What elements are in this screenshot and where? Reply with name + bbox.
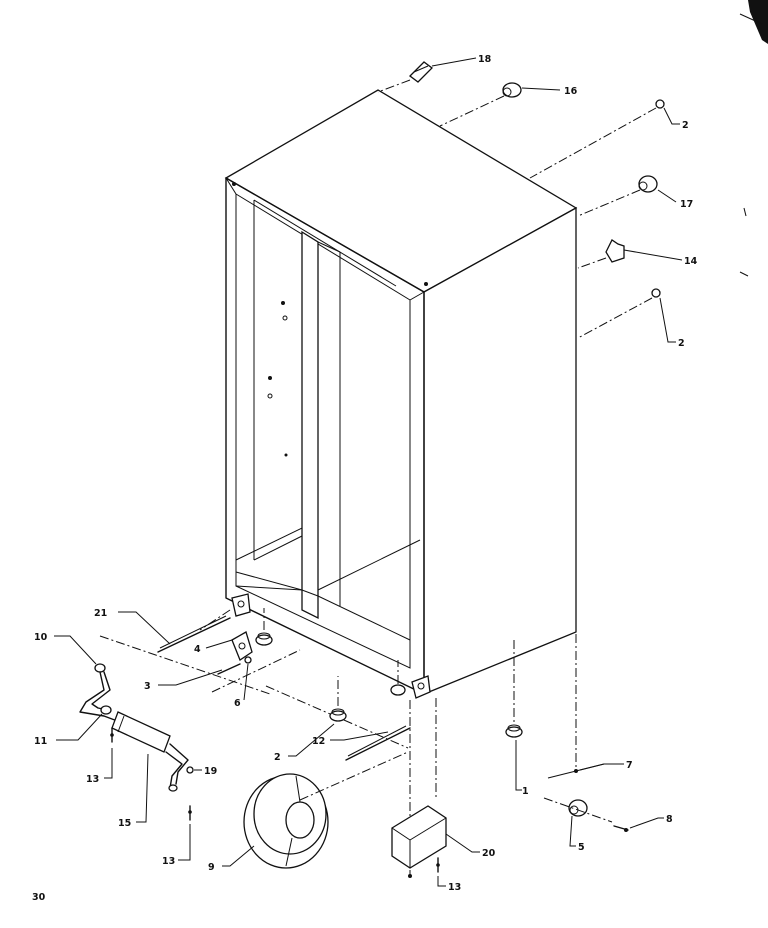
page-number: 30 [32, 892, 46, 903]
callout-13-mid: 13 [162, 856, 175, 867]
callout-15: 15 [118, 818, 131, 829]
callout-13-right: 13 [448, 882, 461, 893]
part-19-fitting: 19 [186, 766, 217, 777]
callout-18: 18 [478, 54, 492, 65]
part-14-bracket: 14 [577, 239, 698, 269]
callout-5: 5 [578, 842, 585, 853]
part-15-drain-tube: 15 [79, 671, 189, 829]
callout-13-left: 13 [86, 774, 99, 785]
callout-19: 19 [204, 766, 217, 777]
callout-4: 4 [194, 644, 201, 655]
part-16-plug: 16 [439, 82, 578, 127]
part-18-fitting: 18 [377, 54, 492, 93]
callout-16: 16 [564, 86, 578, 97]
callout-8: 8 [666, 814, 673, 825]
callout-17: 17 [680, 199, 693, 210]
callout-14: 14 [684, 256, 698, 267]
leveler-left [255, 608, 273, 646]
callout-6: 6 [234, 698, 241, 709]
part-9-drain-pan: 9 [208, 751, 409, 873]
part-17-plug: 17 [577, 175, 693, 217]
callout-2-mid: 2 [678, 338, 685, 349]
callout-11: 11 [34, 736, 47, 747]
part-3-screw: 3 [144, 663, 241, 692]
part-13-screw-right: 13 [436, 857, 461, 893]
part-12-rod: 12 [312, 660, 411, 761]
callout-2-upper: 2 [682, 120, 689, 131]
callout-1: 1 [522, 786, 529, 797]
refrigerator-cabinet [224, 89, 578, 695]
callout-7: 7 [626, 760, 633, 771]
callout-20: 20 [482, 848, 496, 859]
part-13-screw-mid: 13 [162, 805, 192, 867]
part-20-bracket: 20 [391, 698, 496, 878]
part-21-rod: 21 [94, 608, 231, 653]
part-1-leveler: 1 [505, 640, 529, 797]
part-7-screw: 7 [547, 760, 633, 779]
part-2-screw-mid: 2 [577, 288, 685, 349]
part-2-leveler: 2 [274, 676, 347, 763]
hinge-bracket-right [411, 675, 431, 699]
part-4-hinge: 4 [194, 631, 253, 661]
part-11-clamp: 11 [34, 705, 112, 747]
part-13-screw-left: 13 [86, 727, 114, 785]
callout-10: 10 [34, 632, 48, 643]
scan-artifact [739, 0, 768, 277]
hinge-bracket-left [199, 593, 251, 631]
part-6-washer: 6 [234, 656, 252, 709]
part-10-tube-fitting: 10 [34, 632, 106, 673]
part-5-roller: 5 [543, 797, 613, 853]
part-2-screw-upper: 2 [529, 99, 689, 179]
callout-3: 3 [144, 681, 151, 692]
callout-12: 12 [312, 736, 325, 747]
part-8-screw: 8 [613, 814, 673, 832]
callout-9: 9 [208, 862, 215, 873]
callout-2-lower: 2 [274, 752, 281, 763]
callout-21: 21 [94, 608, 107, 619]
